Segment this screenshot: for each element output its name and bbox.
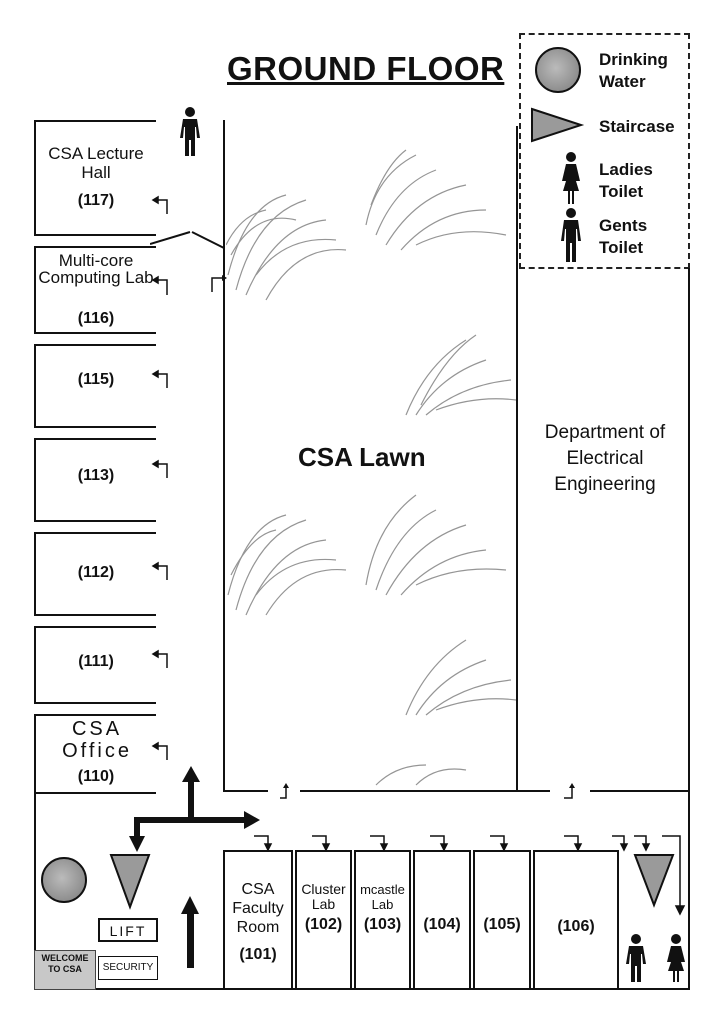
- lawn-bottom-wall: [300, 790, 550, 792]
- room-102[interactable]: Cluster Lab (102): [295, 850, 352, 990]
- room-name: mcastle Lab: [360, 882, 405, 912]
- corridor-wall: [150, 231, 225, 249]
- legend: Drinking Water Staircase Ladies Toilet G…: [519, 33, 690, 269]
- security-desk[interactable]: SECURITY: [98, 956, 158, 980]
- outer-right-wall: [688, 792, 690, 990]
- room-number: (105): [483, 916, 521, 933]
- staircase-icon: [109, 854, 151, 910]
- lawn-bottom-wall: [590, 790, 690, 792]
- room-number: (110): [77, 768, 115, 785]
- outer-left-wall: [34, 794, 36, 990]
- room-104[interactable]: (104): [413, 850, 471, 990]
- room-111[interactable]: (111): [34, 626, 156, 704]
- ladies-toilet-icon: [667, 934, 685, 982]
- room-number: (117): [77, 192, 115, 209]
- gents-toilet-icon: [561, 208, 581, 262]
- room-115[interactable]: (115): [34, 344, 156, 428]
- room-number: (102): [304, 916, 343, 933]
- room-number: (115): [77, 371, 115, 388]
- drinking-water-icon: [41, 857, 87, 903]
- room-name: CSA Faculty Room: [232, 881, 284, 936]
- lawn-right-wall: [516, 126, 518, 790]
- lawn-door-marker: [564, 783, 575, 799]
- room-name: Cluster Lab: [301, 881, 346, 912]
- room-number: (116): [77, 310, 115, 327]
- security-label: SECURITY: [102, 962, 154, 973]
- room-number: (104): [423, 916, 461, 933]
- room-101[interactable]: CSA Faculty Room (101): [223, 850, 293, 990]
- lawn-label: CSA Lawn: [298, 442, 426, 472]
- room-112[interactable]: (112): [34, 532, 156, 616]
- welcome-label: WELCOME TO CSA: [41, 953, 89, 974]
- room-106[interactable]: (106): [533, 850, 619, 990]
- room-number: (101): [239, 946, 277, 963]
- room-113[interactable]: (113): [34, 438, 156, 522]
- room-number: (113): [77, 467, 115, 484]
- staircase-icon: [531, 107, 585, 143]
- legend-gents-toilet-label: Gents Toilet: [599, 216, 648, 257]
- lawn-door-marker: [211, 275, 227, 292]
- page-title: GROUND FLOOR: [227, 50, 505, 87]
- legend-staircase-label: Staircase: [599, 117, 675, 136]
- ladies-toilet-icon: [562, 152, 580, 204]
- door-markers: [151, 195, 168, 760]
- staircase-icon: [633, 854, 675, 908]
- lift[interactable]: LIFT: [98, 918, 158, 942]
- room-117[interactable]: CSA Lecture Hall (117): [34, 120, 156, 236]
- gents-toilet-icon: [180, 107, 200, 156]
- door-markers: [254, 835, 686, 916]
- room-116[interactable]: Multi-core Computing Lab (116): [34, 246, 156, 334]
- room-name: Multi-core Computing Lab: [38, 251, 154, 287]
- legend-ladies-toilet-label: Ladies Toilet: [599, 160, 653, 201]
- department-right-wall: [688, 268, 690, 790]
- room-name: CSA Office: [62, 718, 132, 762]
- room-number: (112): [77, 564, 115, 581]
- room-number: (106): [557, 918, 595, 935]
- legend-drinking-water-label: Drinking Water: [599, 50, 668, 91]
- room-number: (103): [363, 916, 402, 933]
- gents-toilet-icon: [626, 934, 646, 982]
- room-name: CSA Lecture Hall: [48, 144, 144, 182]
- drinking-water-icon: [535, 47, 581, 93]
- department-label: Department of Electrical Engineering: [544, 422, 666, 495]
- lawn-left-wall: [223, 120, 225, 792]
- entry-arrows: [129, 766, 260, 968]
- lift-label: LIFT: [109, 923, 147, 939]
- room-110[interactable]: CSA Office (110): [34, 714, 156, 794]
- room-105[interactable]: (105): [473, 850, 531, 990]
- room-103[interactable]: mcastle Lab (103): [354, 850, 411, 990]
- room-number: (111): [78, 653, 114, 670]
- welcome-sign: WELCOME TO CSA: [34, 950, 96, 990]
- lawn-door-marker: [280, 783, 289, 799]
- lawn-bottom-wall: [223, 790, 268, 792]
- lawn-grass-texture: [226, 149, 516, 786]
